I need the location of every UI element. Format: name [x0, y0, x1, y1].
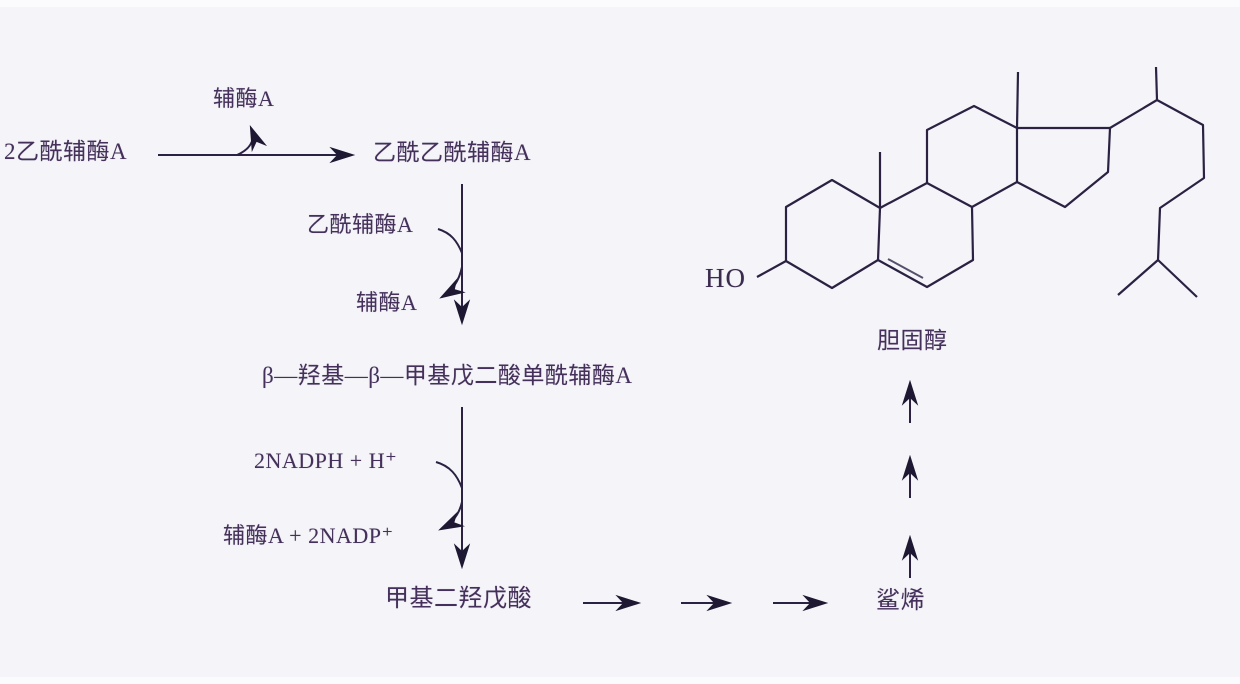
double-bond-c5-c6	[887, 258, 924, 279]
methyl-c18	[1015, 71, 1020, 129]
ring-d	[1016, 126, 1112, 209]
label-hydroxyl-ho: HO	[705, 263, 746, 293]
label-acetyl-coa: 2乙酰辅酶A	[4, 139, 128, 164]
label-acetoacetyl-coa: 乙酰乙酰辅酶A	[373, 140, 532, 165]
label-nadph-in: 2NADPH + H⁺	[254, 448, 398, 473]
bottom-margin	[0, 677, 1240, 684]
ring-a	[784, 178, 882, 290]
arrow-step1-byproduct-up	[236, 124, 268, 156]
label-mevalonic-acid: 甲基二羟戊酸	[385, 586, 532, 612]
curve-step2-cofactor-in	[437, 228, 463, 254]
ring-c	[925, 104, 1019, 208]
label-acetyl-coa-in: 乙酰辅酶A	[307, 212, 414, 237]
ring-b	[877, 181, 975, 289]
side-chain	[1109, 66, 1206, 298]
label-hmg-coa: β—羟基—β—甲基戊二酸单酰辅酶A	[262, 363, 633, 388]
arrow-step2-byproduct-out	[439, 266, 466, 299]
label-cholesterol: 胆固醇	[877, 328, 948, 353]
label-coa-byproduct-1: 辅酶A	[213, 86, 275, 111]
arrow-step3-byproduct-out	[438, 501, 466, 531]
hydroxyl-bond	[756, 260, 787, 278]
cholesterol-structure	[756, 66, 1206, 298]
label-coa-nadp-out: 辅酶A + 2NADP⁺	[223, 523, 394, 548]
top-margin	[0, 0, 1240, 7]
curve-step3-cofactor-in	[435, 461, 463, 489]
label-coa-byproduct-2: 辅酶A	[356, 290, 418, 315]
label-squalene: 鲨烯	[876, 588, 925, 614]
